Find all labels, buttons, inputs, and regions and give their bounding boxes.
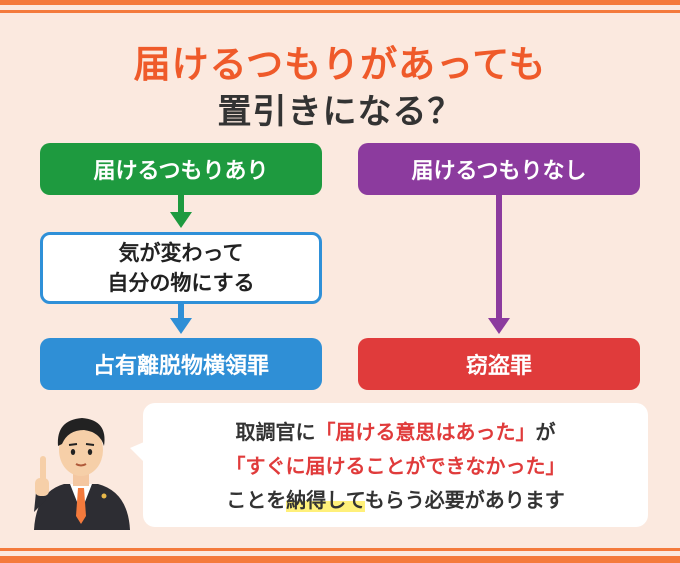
changed-mind-line1: 気が変わって [118,241,244,265]
bottom-stripe [0,556,680,563]
bottom-stripe-thin [0,548,680,551]
purple-arrow-head [488,318,510,334]
page-title: 届けるつもりがあっても [133,43,547,86]
bubble-row3-post: もらう必要があります [364,488,565,512]
bubble-row-2: 「すぐに届けることができなかった」 [153,449,638,483]
theft-box: 窃盗罪 [358,338,640,390]
changed-mind-line2: 自分の物にする [107,271,255,295]
changed-mind-box: 気が変わって 自分の物にする [40,232,322,304]
businessman-illustration [34,418,144,530]
bubble-row-3: ことを納得してもらう必要があります [153,483,638,517]
bubble-row1-pre: 取調官に [235,420,316,444]
green-arrow-head [170,212,192,228]
top-stripe-thin [0,10,680,13]
page-subtitle: 置引きになる？ [217,92,463,132]
intent-to-return-box: 届けるつもりあり [40,143,322,195]
bubble-row-1: 取調官に「届ける意思はあった」が [153,415,638,449]
explanation-bubble: 取調官に「届ける意思はあった」が 「すぐに届けることができなかった」 ことを納得… [143,403,648,527]
bubble-row3-pre: ことを [226,488,287,512]
embezzlement-box: 占有離脱物横領罪 [40,338,322,390]
bubble-row1-post: が [535,420,556,444]
blue-arrow-head [170,318,192,334]
bubble-row1-quote: 「届ける意思はあった」 [315,420,536,444]
top-stripe [0,0,680,5]
no-intent-box: 届けるつもりなし [358,143,640,195]
bubble-row3-marked: 納得して [286,488,365,512]
bubble-row2-quote: 「すぐに届けることができなかった」 [225,454,566,478]
